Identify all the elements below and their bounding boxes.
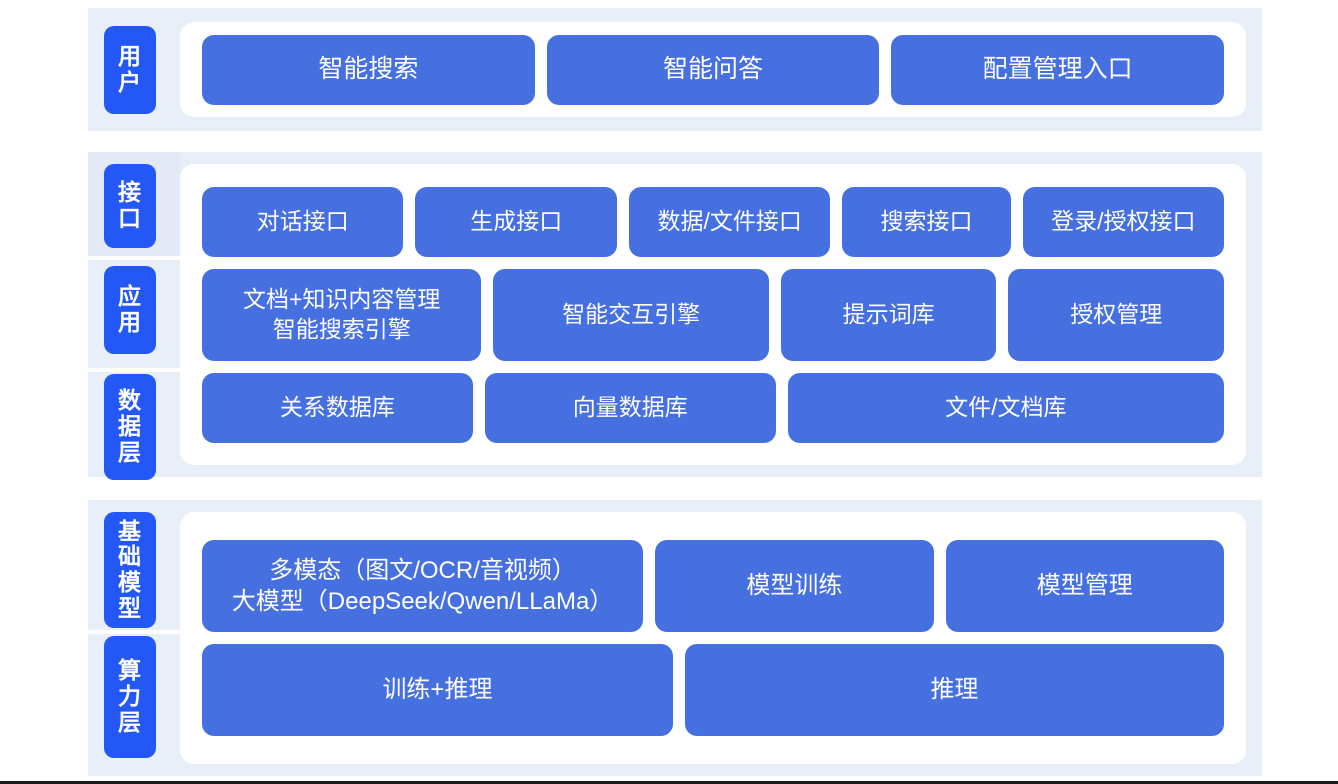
card-data-file-api[interactable]: 数据/文件接口: [628, 186, 831, 257]
layer-tag-user[interactable]: 用户: [104, 26, 156, 114]
card-smart-qa[interactable]: 智能问答: [546, 34, 880, 105]
card-login-auth-api[interactable]: 登录/授权接口: [1022, 186, 1225, 257]
user-layer-rail: 用户: [88, 8, 180, 131]
user-entry-row: 智能搜索 智能问答 配置管理入口: [180, 34, 1246, 105]
section-user-layer: 用户 智能搜索 智能问答 配置管理入口: [88, 8, 1262, 131]
card-generation-api[interactable]: 生成接口: [415, 186, 617, 257]
card-dialog-api[interactable]: 对话接口: [202, 186, 404, 257]
card-training-plus-inference[interactable]: 训练+推理: [202, 644, 673, 736]
card-model-training[interactable]: 模型训练: [655, 540, 934, 632]
foundation-model-row: 多模态（图文/OCR/音视频） 大模型（DeepSeek/Qwen/LLaMa）…: [180, 540, 1246, 632]
section-foundation-layers: 基础模型 算力层 多模态（图文/OCR/音视频） 大模型（DeepSeek/Qw…: [88, 500, 1262, 776]
card-config-management-entry[interactable]: 配置管理入口: [891, 34, 1225, 105]
card-search-api[interactable]: 搜索接口: [842, 186, 1011, 257]
middle-layer-rail: 接口 应用 数据层: [88, 152, 180, 480]
card-vector-database[interactable]: 向量数据库: [484, 372, 776, 443]
layer-tag-foundation-model[interactable]: 基础模型: [104, 512, 156, 628]
card-doc-knowledge-management[interactable]: 文档+知识内容管理 智能搜索引擎: [202, 268, 482, 361]
layer-tag-interface[interactable]: 接口: [104, 164, 156, 248]
rail-divider-2: [88, 368, 180, 372]
bottom-rule: [0, 781, 1338, 784]
card-smart-search[interactable]: 智能搜索: [202, 34, 535, 105]
card-smart-interaction-engine[interactable]: 智能交互引擎: [493, 268, 769, 361]
data-row: 关系数据库 向量数据库 文件/文档库: [180, 372, 1246, 443]
user-layer-panel: 智能搜索 智能问答 配置管理入口: [180, 22, 1246, 117]
rail-divider-1: [88, 256, 180, 260]
interface-row: 对话接口 生成接口 数据/文件接口 搜索接口 登录/授权接口: [180, 186, 1246, 257]
layer-tag-compute[interactable]: 算力层: [104, 636, 156, 758]
foundation-layer-rail: 基础模型 算力层: [88, 500, 180, 776]
layer-tag-data[interactable]: 数据层: [104, 374, 156, 480]
section-middle-layers: 接口 应用 数据层 对话接口 生成接口 数据/文件接口 搜索接口 登录/授权接口…: [88, 152, 1262, 480]
card-multimodal-large-model[interactable]: 多模态（图文/OCR/音视频） 大模型（DeepSeek/Qwen/LLaMa）: [202, 540, 644, 632]
card-model-management[interactable]: 模型管理: [945, 540, 1225, 632]
card-relational-database[interactable]: 关系数据库: [202, 372, 473, 443]
card-authorization-management[interactable]: 授权管理: [1008, 268, 1224, 361]
foundation-layer-panel: 多模态（图文/OCR/音视频） 大模型（DeepSeek/Qwen/LLaMa）…: [180, 512, 1246, 764]
compute-row: 训练+推理 推理: [180, 644, 1246, 736]
card-prompt-library[interactable]: 提示词库: [780, 268, 997, 361]
card-inference[interactable]: 推理: [684, 644, 1224, 736]
layer-tag-application[interactable]: 应用: [104, 266, 156, 354]
rail-divider-3: [88, 630, 180, 634]
card-file-document-store[interactable]: 文件/文档库: [787, 372, 1224, 443]
application-row: 文档+知识内容管理 智能搜索引擎 智能交互引擎 提示词库 授权管理: [180, 268, 1246, 361]
middle-layer-panel: 对话接口 生成接口 数据/文件接口 搜索接口 登录/授权接口 文档+知识内容管理…: [180, 164, 1246, 465]
